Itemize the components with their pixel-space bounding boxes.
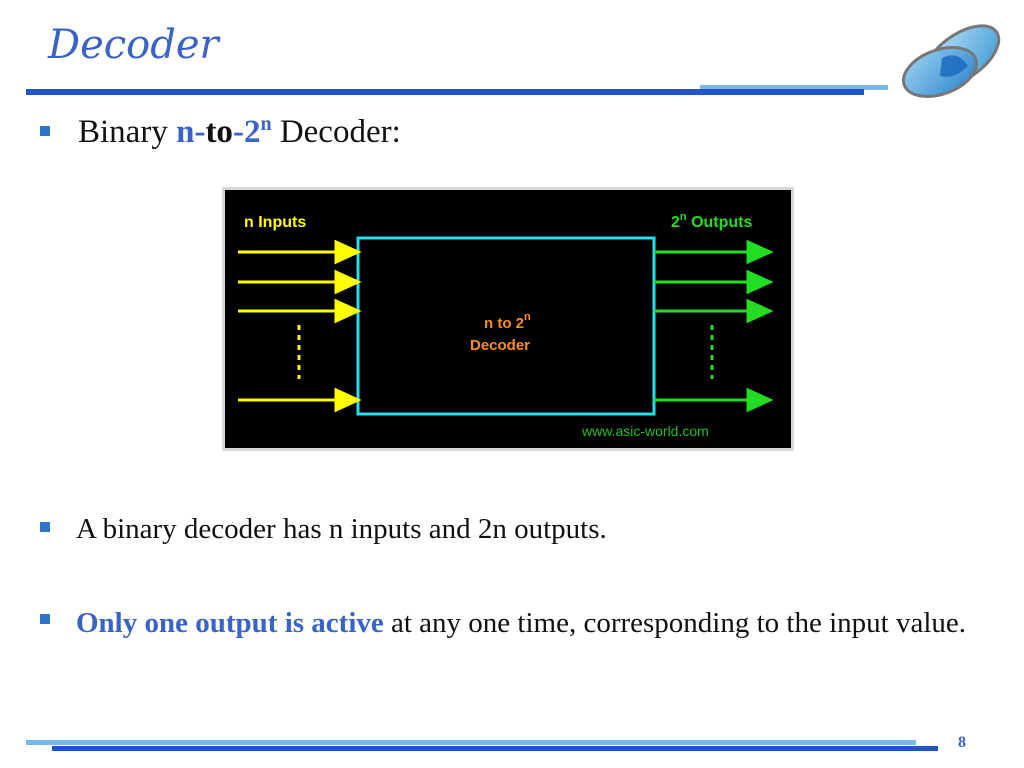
bullet-marker [40,614,50,624]
footer-rule-light [26,740,916,745]
bullet1-n: n [176,114,195,150]
bullet-inputs-outputs: A binary decoder has n inputs and 2n out… [76,513,607,545]
bullet1-suffix: Decoder: [271,114,401,150]
bullet1-prefix: Binary [78,114,177,150]
bullet3-rest: at any one time, corresponding to the in… [383,607,967,639]
decoder-diagram: n Inputs 2n Outputs n to 2n Decoder www.… [222,187,794,451]
box-label-line1: n to 2n [484,311,531,332]
bullet1-dash2: - [232,114,244,150]
bullet1-to: to [205,114,233,150]
bullet1-two: 2 [243,114,261,150]
footer-rule-dark [52,746,938,751]
logo-icon [902,24,1001,98]
watermark-text: www.asic-world.com [581,423,709,439]
decoder-box [356,236,656,416]
input-arrows [238,239,362,413]
page-number: 8 [958,734,966,751]
bullet-one-active-output: Only one output is active at any one tim… [76,603,1006,643]
inputs-label: n Inputs [244,214,306,231]
bullet-marker [40,126,50,136]
title-rule-light [700,85,888,90]
bullet-marker [40,522,50,532]
bullet1-dash1: - [194,114,206,150]
output-arrows [654,239,774,413]
bullet3-highlight: Only one output is active [76,607,384,639]
bullet-binary-decoder-heading: Binary n-to-2n Decoder: [78,113,401,151]
outputs-label: 2n Outputs [671,211,753,231]
box-label-line2: Decoder [470,337,530,354]
bullet1-exp: n [260,113,272,135]
slide-title: Decoder [48,22,219,68]
title-rule-dark [26,89,864,95]
